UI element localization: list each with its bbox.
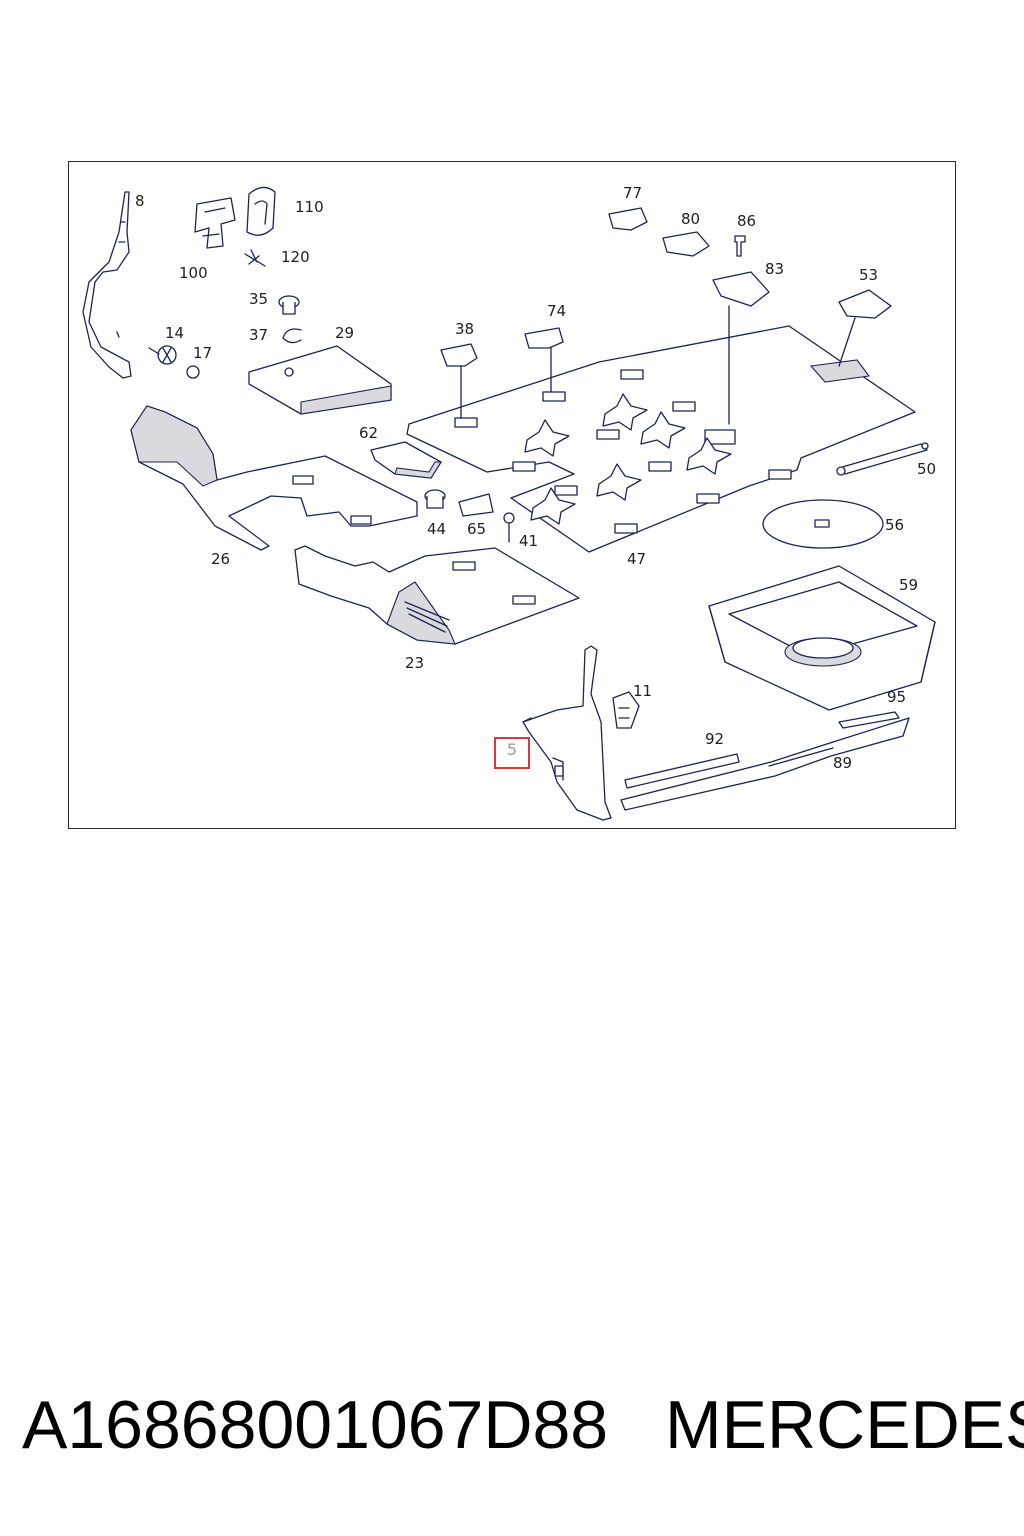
label-37: 37 — [249, 326, 268, 344]
part-38-clip — [440, 343, 478, 419]
part-74-clip — [524, 327, 564, 393]
part-100-bracket — [194, 197, 236, 249]
label-74: 74 — [547, 302, 566, 320]
part-53-handle — [838, 289, 892, 367]
label-11: 11 — [633, 682, 652, 700]
part-95-strip — [838, 711, 900, 729]
label-44: 44 — [427, 520, 446, 538]
part-5-pillar-trim — [522, 645, 612, 821]
label-120: 120 — [281, 248, 310, 266]
part-77-handle — [608, 207, 648, 231]
part-44-plug — [424, 489, 446, 509]
label-80: 80 — [681, 210, 700, 228]
part-37-ring — [282, 328, 302, 344]
label-110: 110 — [295, 198, 324, 216]
label-86: 86 — [737, 212, 756, 230]
label-8: 8 — [135, 192, 145, 210]
part-50-strap — [836, 442, 929, 476]
label-100: 100 — [179, 264, 208, 282]
label-83: 83 — [765, 260, 784, 278]
parts-diagram: 8 110 100 120 35 37 29 14 17 38 74 77 80… — [68, 161, 956, 829]
part-29-panel — [248, 345, 392, 415]
part-8-pillar-trim — [82, 191, 132, 379]
part-56-round-mat — [762, 499, 884, 549]
part-83-handle — [712, 271, 770, 425]
label-62: 62 — [359, 424, 378, 442]
caption-bar: A16868001067D88 MERCEDES — [0, 1380, 1024, 1470]
part-26-front-carpet-left — [130, 405, 418, 551]
label-89: 89 — [833, 754, 852, 772]
label-50: 50 — [917, 460, 936, 478]
label-95: 95 — [887, 688, 906, 706]
part-11-clip — [612, 691, 640, 729]
part-17-plug — [186, 365, 200, 379]
part-35-screw — [278, 295, 300, 315]
exploded-view-drawing: 8 110 100 120 35 37 29 14 17 38 74 77 80… — [82, 184, 936, 821]
part-92-strip — [624, 753, 740, 789]
part-80-handle — [662, 231, 710, 257]
part-23-front-carpet-right — [294, 545, 580, 645]
part-65-clip — [458, 493, 494, 517]
label-23: 23 — [405, 654, 424, 672]
part-41-screw — [503, 512, 515, 543]
highlighted-part-box — [494, 737, 530, 769]
label-17: 17 — [193, 344, 212, 362]
label-77: 77 — [623, 184, 642, 202]
part-86-screw — [734, 235, 746, 257]
part-59-trunk-tub — [708, 565, 936, 711]
label-56: 56 — [885, 516, 904, 534]
label-41: 41 — [519, 532, 538, 550]
part-110-clip — [246, 186, 276, 236]
label-14: 14 — [165, 324, 184, 342]
part-number: A16868001067D88 — [22, 1387, 609, 1463]
part-89-sill — [620, 717, 910, 811]
label-92: 92 — [705, 730, 724, 748]
part-47-floor-mat — [406, 325, 916, 553]
label-65: 65 — [467, 520, 486, 538]
label-53: 53 — [859, 266, 878, 284]
label-59: 59 — [899, 576, 918, 594]
label-35: 35 — [249, 290, 268, 308]
brand-name: MERCEDES — [665, 1387, 1024, 1463]
label-38: 38 — [455, 320, 474, 338]
label-29: 29 — [335, 324, 354, 342]
label-26: 26 — [211, 550, 230, 568]
label-47: 47 — [627, 550, 646, 568]
part-62-cover — [370, 441, 442, 479]
highlighted-part-label: 5 — [506, 740, 518, 759]
part-120-pin — [244, 249, 266, 267]
part-14-screw — [148, 345, 177, 365]
